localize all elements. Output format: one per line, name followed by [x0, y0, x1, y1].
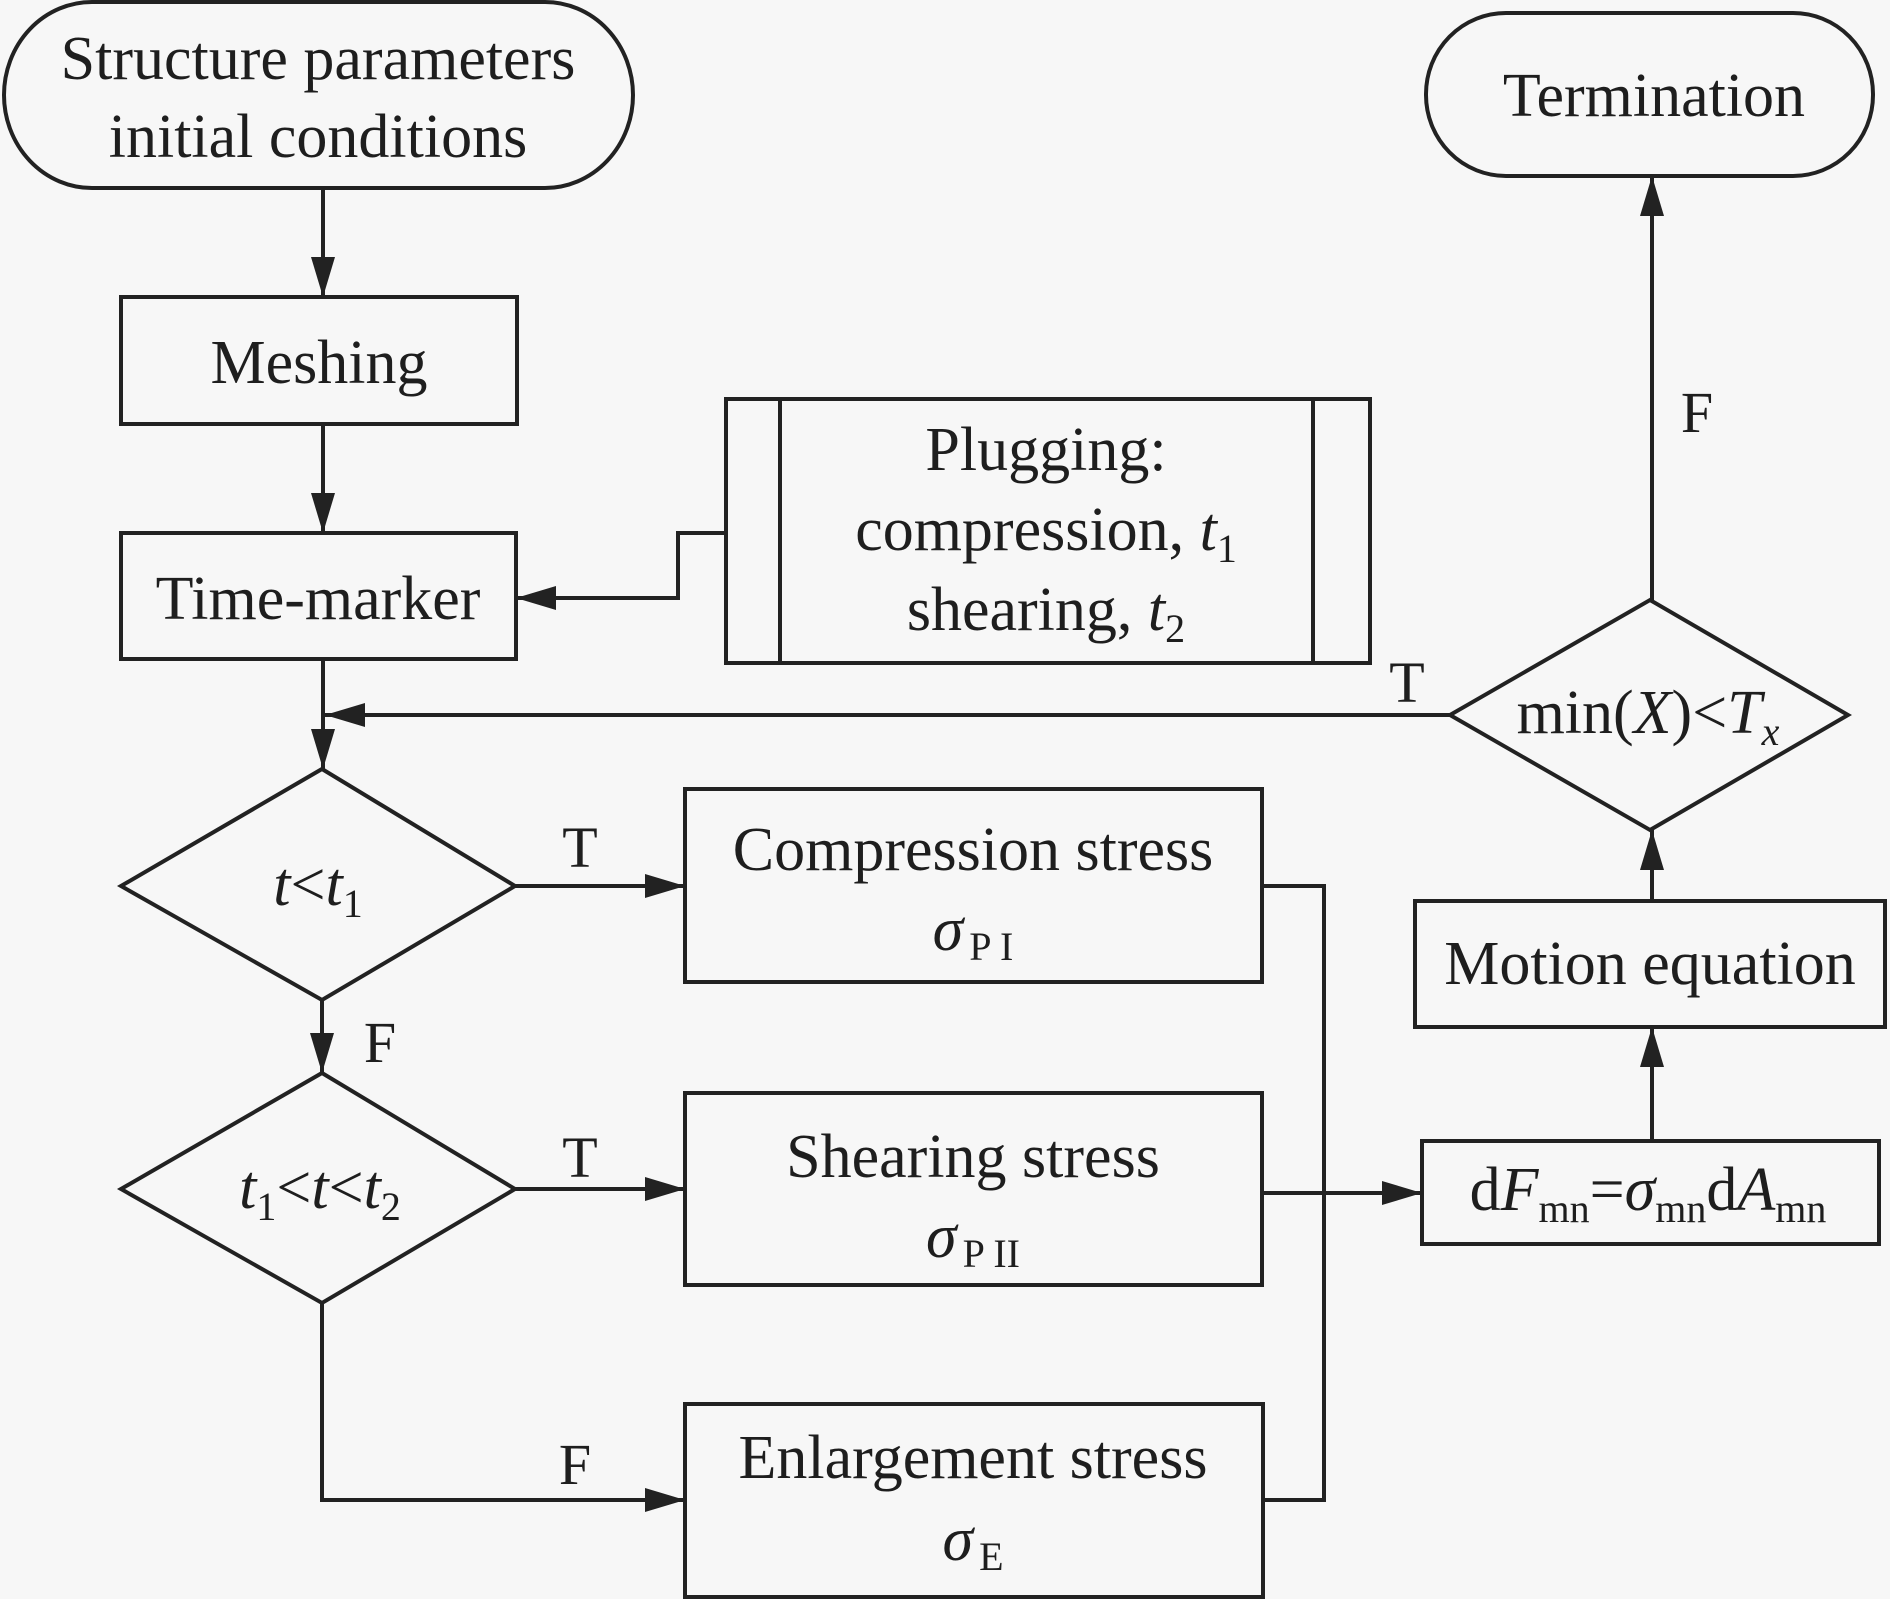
- force-formula: dFmn=σmndAmn: [1470, 1156, 1827, 1231]
- shearing-title: Shearing stress: [786, 1123, 1160, 1191]
- label-d2-true: T: [562, 1125, 597, 1190]
- label-d1-true: T: [562, 815, 597, 880]
- decision-2-condition: t1<t<t2: [239, 1154, 401, 1229]
- termination-label: Termination: [1503, 62, 1805, 130]
- time-marker-label: Time-marker: [156, 565, 481, 633]
- label-d3-true: T: [1389, 650, 1424, 715]
- node-decision-1: t<t1: [116, 766, 519, 1003]
- node-meshing: Meshing: [119, 295, 519, 426]
- meshing-label: Meshing: [211, 329, 428, 397]
- node-decision-3: min(X)<Tx: [1445, 597, 1852, 833]
- start-line-2: initial conditions: [109, 103, 527, 171]
- plugging-line-3: shearing, t2: [907, 576, 1185, 651]
- start-line-1: Structure parameters: [61, 25, 576, 93]
- node-start: Structure parameters initial conditions: [2, 0, 635, 190]
- compression-title: Compression stress: [733, 816, 1214, 884]
- decision-3-condition: min(X)<Tx: [1517, 679, 1780, 754]
- node-termination: Termination: [1424, 11, 1875, 178]
- node-plugging: Plugging: compression, t1 shearing, t2: [724, 397, 1372, 665]
- plugging-line-1: Plugging:: [925, 416, 1166, 484]
- node-force-formula: dFmn=σmndAmn: [1420, 1139, 1881, 1246]
- plugging-line-2: compression, t1: [855, 496, 1237, 571]
- enlargement-title: Enlargement stress: [739, 1424, 1208, 1492]
- edge-labels: T F T F T F: [364, 380, 1713, 1497]
- motion-label: Motion equation: [1444, 930, 1856, 998]
- label-d1-false: F: [364, 1010, 396, 1075]
- node-time-marker: Time-marker: [119, 531, 518, 661]
- connectors: [310, 176, 1664, 1512]
- node-motion-equation: Motion equation: [1413, 899, 1887, 1029]
- node-decision-2: t1<t<t2: [116, 1070, 519, 1306]
- edge-plugging-timemarker: [516, 531, 726, 610]
- label-d3-false: F: [1681, 380, 1713, 445]
- edge-decision2-enlargement: [320, 1303, 685, 1512]
- label-d2-false: F: [559, 1432, 591, 1497]
- decision-1-condition: t<t1: [273, 851, 362, 926]
